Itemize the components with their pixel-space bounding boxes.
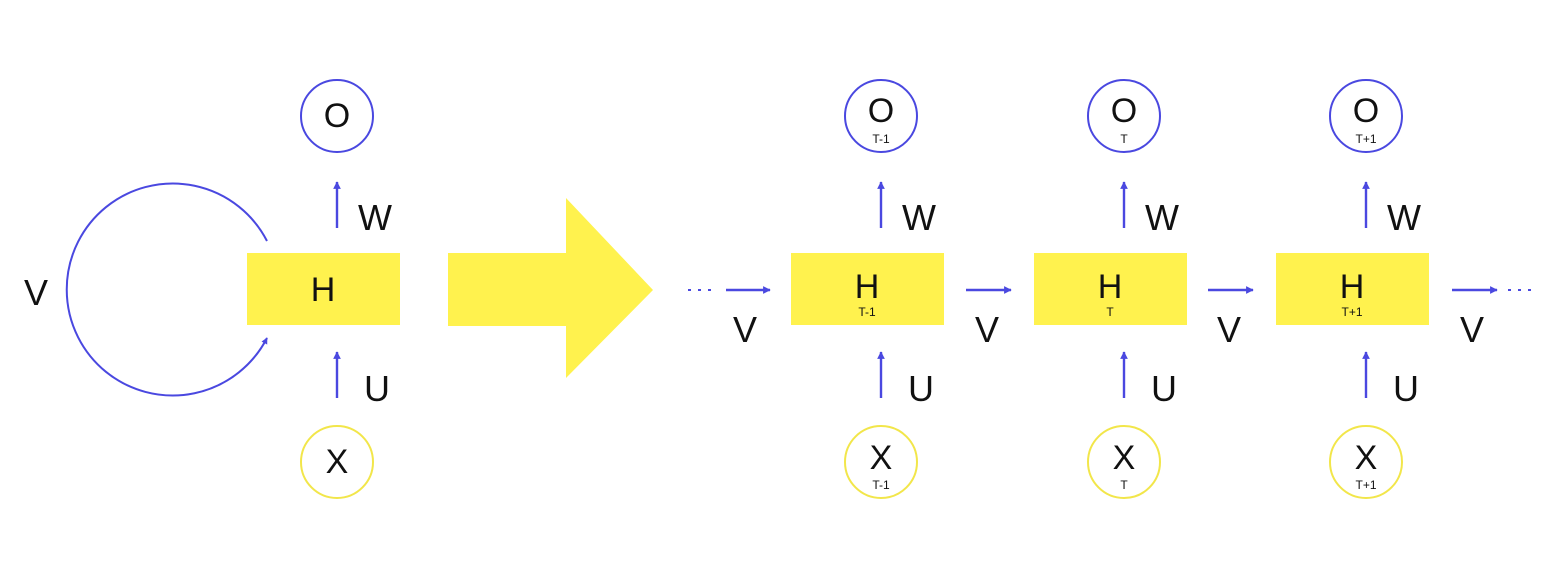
hidden-box <box>1034 253 1187 325</box>
u-label: U <box>1151 368 1177 409</box>
input-node <box>844 425 918 499</box>
folded-network: O W H V U X <box>24 79 400 499</box>
output-subscript: T+1 <box>1355 132 1376 146</box>
folded-hidden-box <box>247 253 400 325</box>
hidden-subscript: T+1 <box>1341 305 1362 319</box>
w-label: W <box>902 197 936 238</box>
output-node <box>1087 79 1161 153</box>
output-subscript: T <box>1120 132 1128 146</box>
w-label: W <box>1387 197 1421 238</box>
input-node <box>1087 425 1161 499</box>
folded-hidden-label: H <box>311 271 336 309</box>
input-label: X <box>1355 439 1378 477</box>
folded-w-label: W <box>358 197 392 238</box>
input-label: X <box>870 439 893 477</box>
hidden-box <box>1276 253 1429 325</box>
w-label: W <box>1145 197 1179 238</box>
input-subscript: T+1 <box>1355 478 1376 492</box>
time-step-t-minus-1: V O T-1 W H T-1 U X T-1 <box>733 79 1012 499</box>
output-subscript: T-1 <box>872 132 890 146</box>
hidden-label: H <box>1098 268 1123 306</box>
folded-output-label: O <box>324 97 350 135</box>
step-v-label: V <box>733 309 757 350</box>
input-label: X <box>1113 439 1136 477</box>
unfold-arrow <box>448 198 653 378</box>
final-v-label: V <box>1460 309 1484 350</box>
output-node <box>844 79 918 153</box>
folded-input-node <box>300 425 374 499</box>
u-label: U <box>1393 368 1419 409</box>
folded-output-node <box>300 79 374 153</box>
hidden-subscript: T-1 <box>858 305 876 319</box>
step-v-label: V <box>975 309 999 350</box>
output-label: O <box>1111 92 1137 130</box>
output-node <box>1329 79 1403 153</box>
folded-v-label: V <box>24 272 48 313</box>
hidden-label: H <box>855 268 880 306</box>
folded-recurrent-loop <box>65 182 268 397</box>
u-label: U <box>908 368 934 409</box>
hidden-box <box>791 253 944 325</box>
time-step-t-plus-1: V O T+1 W H T+1 U X T+1 <box>1217 79 1498 499</box>
step-v-label: V <box>1217 309 1241 350</box>
input-subscript: T <box>1120 478 1128 492</box>
hidden-subscript: T <box>1106 305 1114 319</box>
input-subscript: T-1 <box>872 478 890 492</box>
input-node <box>1329 425 1403 499</box>
hidden-label: H <box>1340 268 1365 306</box>
output-label: O <box>868 92 894 130</box>
time-step-t: V O T W H T U X T <box>975 79 1254 499</box>
output-label: O <box>1353 92 1379 130</box>
folded-input-label: X <box>326 443 349 481</box>
folded-u-label: U <box>364 368 390 409</box>
unfolded-network: V O T-1 W H T-1 U X T-1 V O T W H <box>688 79 1538 499</box>
